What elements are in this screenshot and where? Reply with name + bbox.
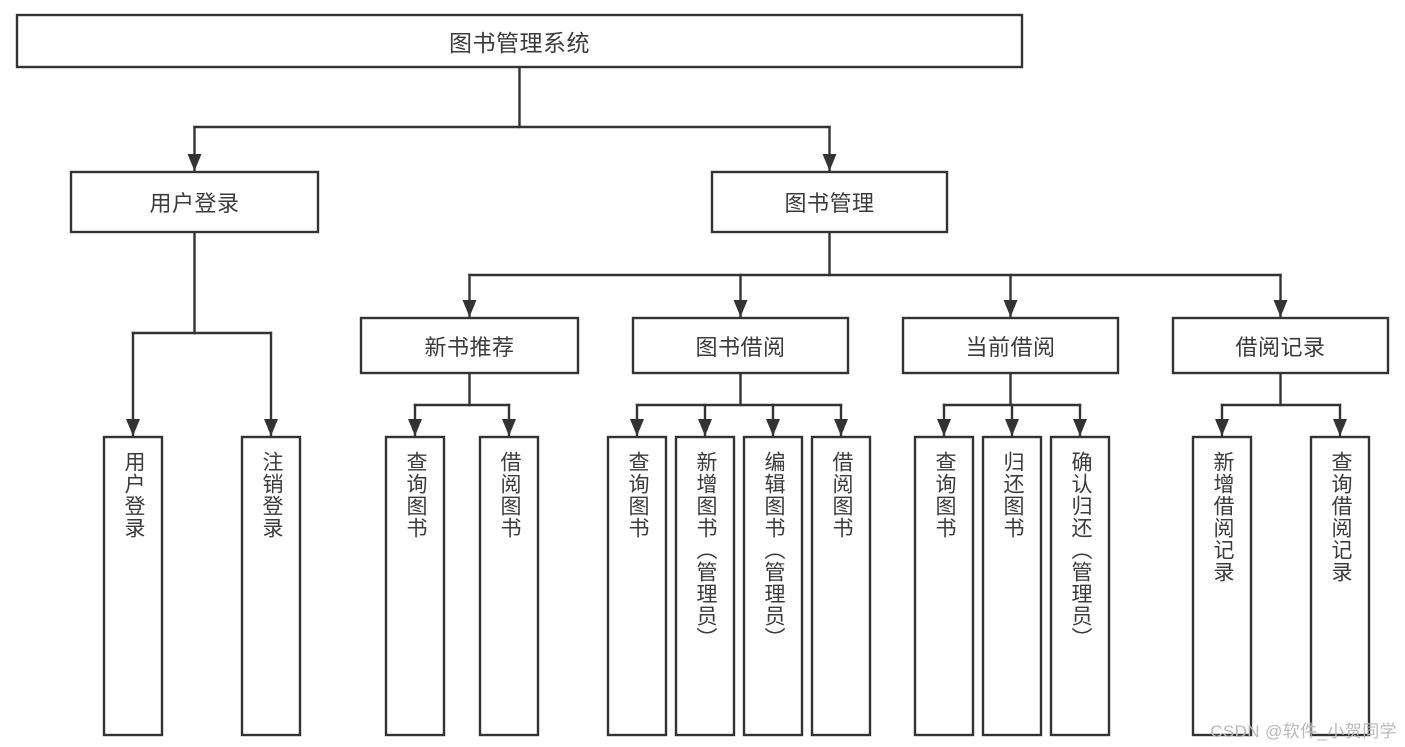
root-to-level2-arrow-0 [187, 154, 202, 171]
node-level2-0[interactable] [69, 170, 320, 234]
level3-1-to-leaves-arrow-2 [766, 419, 780, 436]
node-leaf-8[interactable] [913, 435, 975, 737]
node-leaf-4[interactable] [606, 435, 668, 737]
node-leaf-0[interactable] [102, 435, 164, 737]
login-to-leaves-arrow-1 [264, 419, 278, 436]
node-level3-0[interactable] [359, 316, 580, 375]
bookmgmt-to-level3-arrow-3 [1273, 300, 1288, 317]
root-to-level2-arrow-1 [822, 154, 837, 171]
level3-2-to-leaves-arrow-0 [937, 419, 951, 436]
bookmgmt-to-level3-arrow-2 [1003, 300, 1018, 317]
level3-0-to-leaves-arrow-0 [408, 419, 422, 436]
node-level2-1[interactable] [710, 170, 949, 234]
level3-3-to-leaves-arrow-1 [1333, 419, 1347, 436]
node-leaf-11[interactable] [1191, 435, 1253, 737]
node-leaf-9[interactable] [981, 435, 1043, 737]
csdn-watermark: CSDN @软件_小贺同学 [1210, 722, 1397, 741]
level3-1-to-leaves-arrow-0 [630, 419, 644, 436]
level3-1-to-leaves-arrow-3 [834, 419, 848, 436]
node-leaf-7[interactable] [810, 435, 872, 737]
node-boxes [15, 13, 1390, 737]
node-leaf-1[interactable] [240, 435, 302, 737]
node-leaf-2[interactable] [384, 435, 446, 737]
level3-2-to-leaves-arrow-2 [1073, 419, 1087, 436]
level3-0-to-leaves-arrow-1 [502, 419, 516, 436]
node-level3-1[interactable] [631, 316, 850, 375]
bookmgmt-to-level3-arrow-1 [733, 300, 748, 317]
level3-3-to-leaves-arrow-0 [1215, 419, 1229, 436]
node-leaf-3[interactable] [478, 435, 540, 737]
level3-2-to-leaves-arrow-1 [1005, 419, 1019, 436]
node-leaf-12[interactable] [1309, 435, 1371, 737]
node-level3-3[interactable] [1171, 316, 1390, 375]
node-level3-2[interactable] [901, 316, 1120, 375]
connector-lines [126, 65, 1347, 437]
node-leaf-6[interactable] [742, 435, 804, 737]
bookmgmt-to-level3-arrow-0 [462, 300, 477, 317]
level3-1-to-leaves-arrow-1 [698, 419, 712, 436]
login-to-leaves-arrow-0 [126, 419, 140, 436]
node-leaf-5[interactable] [674, 435, 736, 737]
node-leaf-10[interactable] [1049, 435, 1111, 737]
node-root[interactable] [15, 13, 1024, 69]
